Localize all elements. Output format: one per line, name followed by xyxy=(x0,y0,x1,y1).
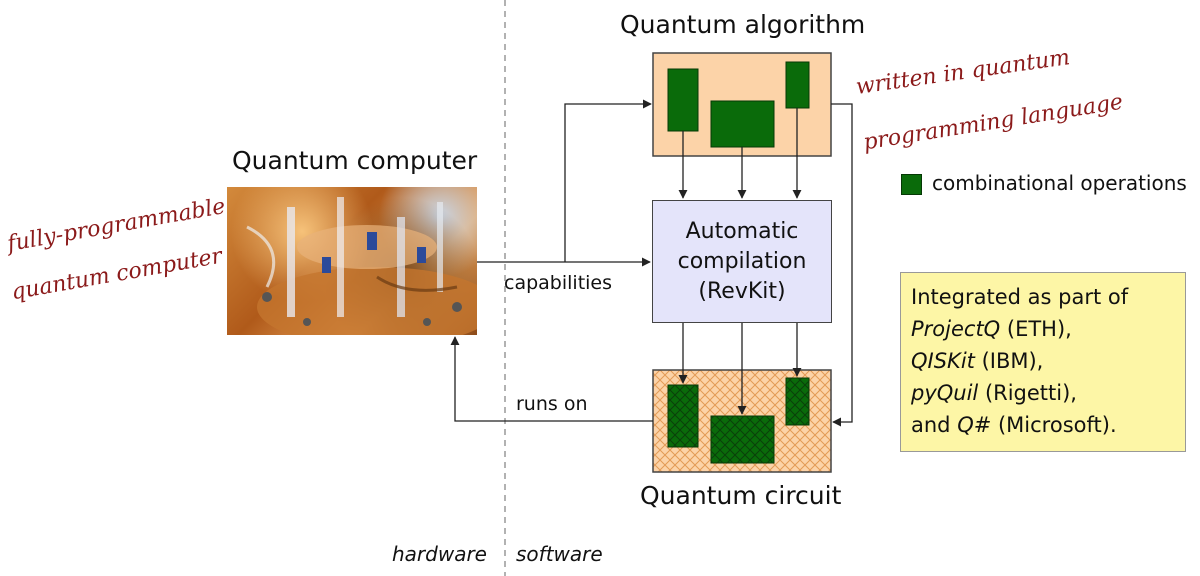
and-word: and xyxy=(911,413,958,437)
quantum-computer-title: Quantum computer xyxy=(232,146,478,175)
qsharp-name: Q# xyxy=(957,413,992,437)
automatic-compilation-box: Automatic compilation (RevKit) xyxy=(652,200,832,323)
arrow-capabilities-to-algorithm xyxy=(564,99,652,262)
info-line-pyquil: pyQuil (Rigetti), xyxy=(911,377,1175,409)
circuit-operation-2-hatch xyxy=(711,416,774,463)
algorithm-operation-1 xyxy=(667,68,699,132)
projectq-org: (ETH), xyxy=(1000,317,1072,341)
integration-info-box: Integrated as part of ProjectQ (ETH), QI… xyxy=(900,272,1186,452)
circuit-operation-1-hatch xyxy=(668,385,698,447)
pyquil-name: pyQuil xyxy=(911,381,979,405)
info-line-projectq: ProjectQ (ETH), xyxy=(911,313,1175,345)
combinational-operation-swatch xyxy=(901,174,922,195)
qiskit-org: (IBM), xyxy=(974,349,1044,373)
algorithm-operation-3 xyxy=(785,61,810,109)
pyquil-org: (Rigetti), xyxy=(978,381,1077,405)
info-line-1: Integrated as part of xyxy=(911,285,1129,309)
runs-on-label: runs on xyxy=(516,393,588,415)
qiskit-name: QISKit xyxy=(911,349,975,373)
quantum-circuit-title: Quantum circuit xyxy=(640,481,842,510)
capabilities-label: capabilities xyxy=(504,272,613,294)
arrow-runs-on xyxy=(450,336,653,422)
compile-line-1: Automatic xyxy=(685,218,799,244)
compile-line-2: compilation xyxy=(677,248,807,274)
algorithm-operation-2 xyxy=(710,100,775,148)
compile-line-3: (RevKit) xyxy=(698,278,786,304)
circuit-operation-3-hatch xyxy=(786,378,809,425)
projectq-name: ProjectQ xyxy=(911,317,1001,341)
quantum-algorithm-title: Quantum algorithm xyxy=(620,10,866,39)
software-label: software xyxy=(516,542,603,566)
legend-label: combinational operations xyxy=(932,171,1187,195)
quantum-computer-illustration xyxy=(246,197,477,335)
quantum-computer-photo xyxy=(227,187,477,335)
hardware-label: hardware xyxy=(392,542,487,566)
qsharp-org: (Microsoft). xyxy=(991,413,1117,437)
info-line-qsharp: and Q# (Microsoft). xyxy=(911,409,1175,441)
info-line-qiskit: QISKit (IBM), xyxy=(911,345,1175,377)
arrow-algorithm-to-circuit xyxy=(831,103,853,427)
